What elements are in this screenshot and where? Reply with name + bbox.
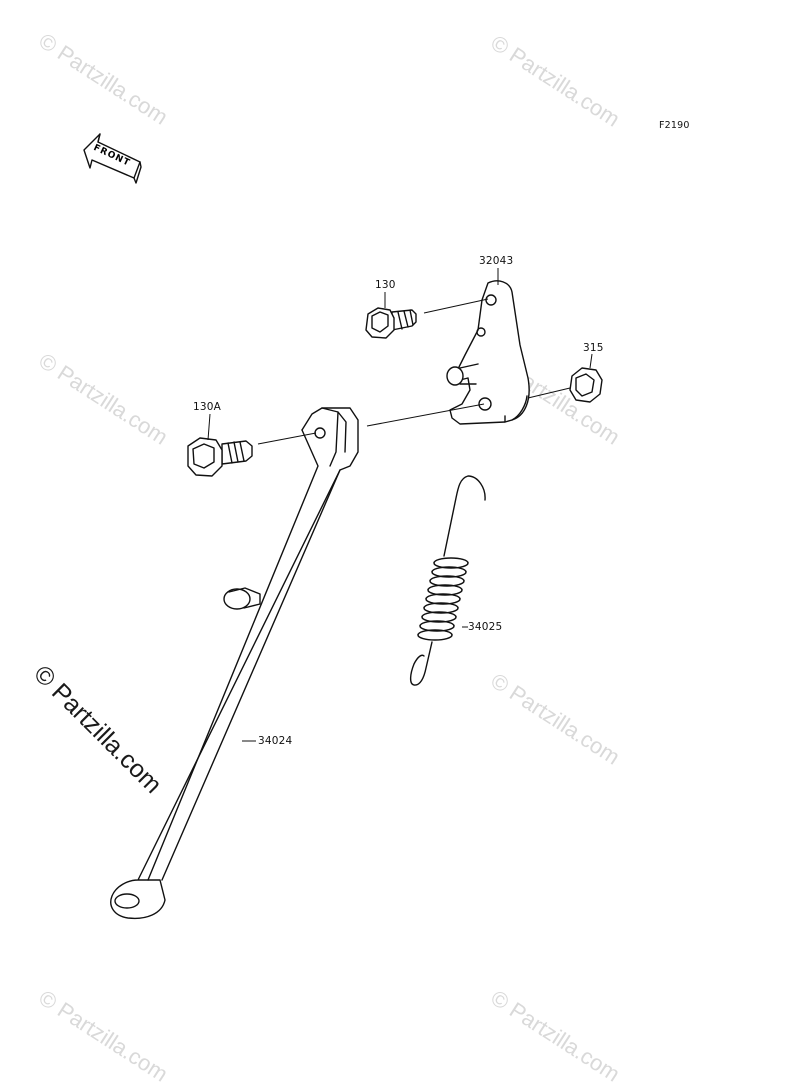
part-label-32043[interactable]: 32043 (479, 255, 514, 267)
side-stand-34024 (110, 407, 359, 920)
bracket-32043 (446, 280, 530, 425)
bolt-130 (365, 307, 417, 339)
part-label-315[interactable]: 315 (583, 342, 604, 354)
part-label-130[interactable]: 130 (375, 279, 396, 291)
diagram-code: F2190 (659, 120, 690, 131)
part-label-130a[interactable]: 130A (193, 401, 222, 413)
part-label-34024[interactable]: 34024 (258, 735, 293, 747)
bolt-130a (187, 437, 253, 477)
parts-diagram (83, 133, 603, 920)
spring-34025 (409, 475, 486, 686)
front-arrow-icon (83, 133, 142, 184)
part-label-34025[interactable]: 34025 (468, 621, 503, 633)
nut-315 (569, 367, 603, 403)
